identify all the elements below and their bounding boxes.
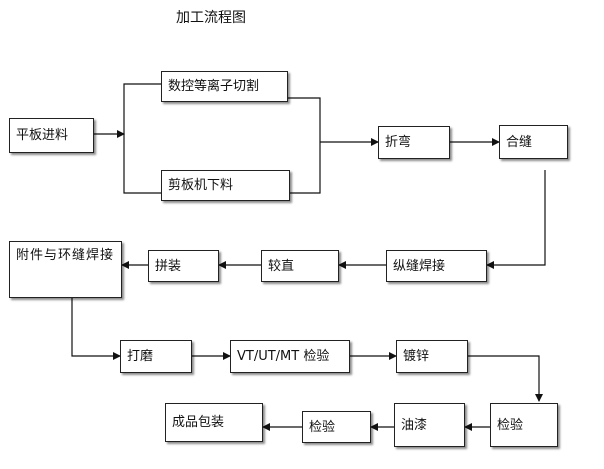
arrow-seam-to-longweld: [486, 170, 546, 269]
step-feed: 平板进料: [9, 118, 94, 153]
step-shear-cut-label: 剪板机下料: [168, 178, 234, 193]
step-bend: 折弯: [378, 126, 450, 159]
step-inspection-label: 检验: [497, 417, 524, 433]
step-plasma-cut-label: 数控等离子切割: [168, 79, 260, 94]
step-assemble: 拼装: [148, 250, 219, 282]
step-attachment-weld-label: 附件与环缝焊接: [16, 248, 115, 263]
cutting-bracket-left: [123, 83, 161, 194]
step-paint-label: 油漆: [401, 417, 428, 433]
step-longitudinal-weld: 纵缝焊接: [386, 250, 487, 282]
step-seam: 合缝: [499, 125, 568, 159]
cutting-bracket-right: [288, 97, 321, 194]
step-ndt-inspection: VT/UT/MT 检验: [230, 340, 350, 373]
diagram-title: 加工流程图: [176, 10, 246, 26]
step-plasma-cut: 数控等离子切割: [161, 71, 288, 102]
step-paint: 油漆: [394, 403, 465, 447]
arrow-galvanize-to-inspect: [468, 355, 543, 402]
step-grind-label: 打磨: [127, 349, 154, 364]
step-ndt-inspection-label: VT/UT/MT 检验: [237, 349, 330, 364]
step-galvanize-label: 镀锌: [403, 349, 430, 364]
step-package: 成品包装: [165, 403, 263, 442]
step-straighten: 较直: [261, 250, 339, 282]
step-bend-label: 折弯: [385, 135, 412, 150]
step-grind: 打磨: [120, 340, 192, 373]
step-feed-label: 平板进料: [16, 128, 69, 143]
step-attachment-weld: 附件与环缝焊接: [9, 241, 122, 298]
step-galvanize: 镀锌: [396, 340, 468, 373]
step-assemble-label: 拼装: [155, 258, 182, 274]
step-final-inspection: 检验: [302, 411, 371, 443]
step-shear-cut: 剪板机下料: [161, 170, 290, 201]
step-inspection: 检验: [490, 403, 558, 447]
step-longitudinal-weld-label: 纵缝焊接: [393, 258, 446, 274]
step-seam-label: 合缝: [506, 134, 533, 150]
step-straighten-label: 较直: [268, 258, 295, 274]
step-package-label: 成品包装: [172, 415, 225, 430]
step-final-inspection-label: 检验: [309, 419, 336, 435]
arrow-attach-to-grind: [71, 298, 121, 360]
